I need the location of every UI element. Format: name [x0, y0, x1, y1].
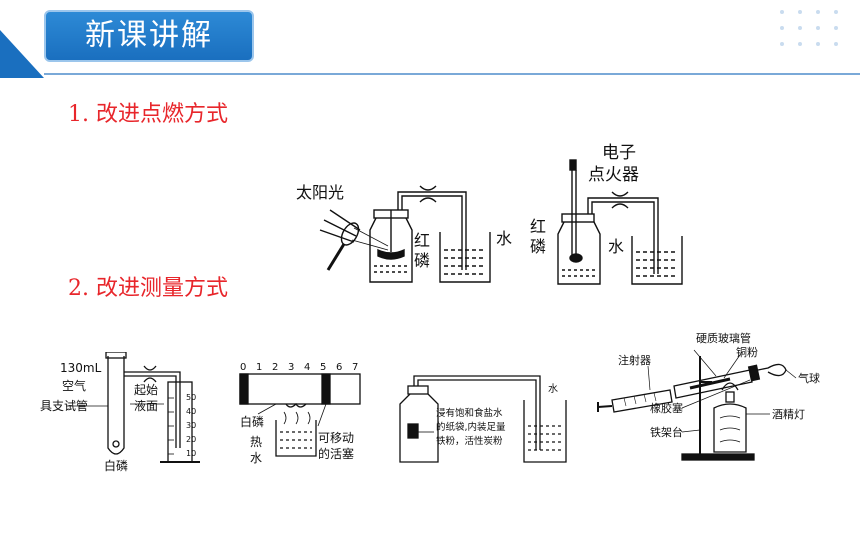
glass-tube [239, 373, 361, 405]
label-sunlight: 太阳光 [296, 183, 344, 202]
magnifier-lens [340, 222, 360, 246]
label-bag-line-2: 的纸袋,内装足量 [436, 421, 506, 433]
igniter-button [569, 159, 577, 171]
scale-tick: 0 [240, 362, 246, 373]
label-copper-powder: 铜粉 [736, 345, 758, 359]
scale-tick: 2 [272, 362, 278, 373]
figure-movable-piston: 0 1 2 3 4 5 6 7 白磷 热水 可移动的活塞 [239, 362, 361, 465]
figure-iron-powder-bag: 水 浸有饱和食盐水 的纸袋,内装足量 铁粉，活性炭粉 [399, 375, 567, 463]
label-igniter: 电子点火器 [588, 143, 639, 185]
hard-glass-tube [673, 369, 753, 399]
water-beaker [523, 400, 567, 463]
water-beaker [439, 232, 491, 283]
scale-tick: 3 [288, 362, 294, 373]
flame [721, 382, 739, 391]
connecting-tube [587, 197, 659, 274]
label-piston: 可移动的活塞 [318, 431, 354, 461]
label-branch-tube: 具支试管 [40, 398, 88, 413]
alcohol-lamp [713, 403, 747, 453]
red-phosphorus-spoon [377, 248, 405, 260]
figure-syringe-copper: 硬质玻璃管 铜粉 注射器 气球 橡胶塞 酒精灯 铁架台 [597, 331, 820, 461]
hot-water-beaker [275, 420, 317, 457]
branch-test-tube [107, 356, 125, 455]
label-bag-line-1: 浸有饱和食盐水 [436, 407, 503, 419]
figure-sunlight-ignition: 太阳光 红磷 水 [296, 183, 512, 283]
cylinder-tick: 20 [186, 435, 196, 444]
label-air: 空气 [62, 378, 86, 393]
sun-ray [323, 219, 357, 237]
cylinder-tick: 40 [186, 407, 196, 416]
cylinder-tick: 10 [186, 449, 196, 458]
scale-tick: 6 [336, 362, 342, 373]
white-phosphorus [112, 440, 120, 448]
label-start-level: 起始液面 [134, 383, 158, 413]
iron-powder-bag [407, 423, 419, 439]
label-water: 水 [548, 383, 558, 395]
header-divider [44, 73, 860, 75]
label-volume: 130mL [60, 361, 102, 375]
syringe-barrel [611, 389, 673, 413]
left-stopper [239, 373, 249, 405]
bottle-stopper [561, 213, 595, 223]
red-phosphorus [569, 253, 583, 263]
connecting-tube [397, 191, 467, 270]
label-water: 水 [608, 237, 624, 256]
cylinder-tick: 50 [186, 393, 196, 402]
iron-stand-base [681, 453, 755, 461]
label-stopper: 橡胶塞 [650, 401, 683, 415]
clamp-icon [419, 185, 437, 191]
balloon [757, 363, 787, 377]
copper-powder [689, 377, 731, 390]
bottle-stopper [407, 385, 429, 395]
decorative-dots [780, 10, 838, 46]
clamp-icon [143, 365, 157, 371]
label-white-phosphorus: 白磷 [104, 458, 128, 473]
label-glass-tube: 硬质玻璃管 [696, 331, 751, 345]
water-beaker [631, 236, 683, 285]
page-title: 新课讲解 [44, 10, 254, 62]
figure-branch-test-tube: 130mL 空气 具支试管 起始液面 白磷 50 40 30 20 10 [40, 352, 200, 473]
section-heading-ignition: 1. 改进点燃方式 [68, 102, 228, 127]
header-accent-shape [0, 30, 44, 78]
label-iron-stand: 铁架台 [650, 425, 683, 439]
label-bag-line-3: 铁粉，活性炭粉 [436, 435, 503, 447]
label-hot-water: 热水 [250, 435, 262, 465]
scale-tick: 4 [304, 362, 310, 373]
sun-ray [329, 209, 361, 231]
rubber-stopper [747, 364, 761, 382]
clamp-icon [611, 191, 629, 197]
sun-ray [319, 229, 355, 243]
scale-tick: 7 [352, 362, 358, 373]
magnifier-handle [326, 243, 346, 271]
label-alcohol-lamp: 酒精灯 [772, 408, 805, 421]
sealed-bottle [399, 393, 439, 463]
label-white-phosphorus: 白磷 [240, 414, 264, 429]
section-heading-measurement: 2. 改进测量方式 [68, 276, 228, 301]
label-syringe: 注射器 [618, 353, 651, 367]
movable-piston [321, 373, 331, 405]
syringe-plunger [597, 405, 613, 408]
cylinder-tick: 30 [186, 421, 196, 430]
gas-bottle [557, 221, 601, 285]
scale-tick: 5 [320, 362, 326, 373]
scale-tick: 1 [256, 362, 262, 373]
figure-electronic-igniter: 电子点火器 红磷 水 [530, 143, 683, 285]
label-water: 水 [496, 229, 512, 248]
label-balloon: 气球 [798, 371, 820, 385]
connecting-tube [413, 375, 541, 450]
label-red-phosphorus: 红磷 [414, 231, 430, 270]
gas-bottle [369, 217, 413, 283]
label-red-phosphorus: 红磷 [530, 217, 546, 256]
